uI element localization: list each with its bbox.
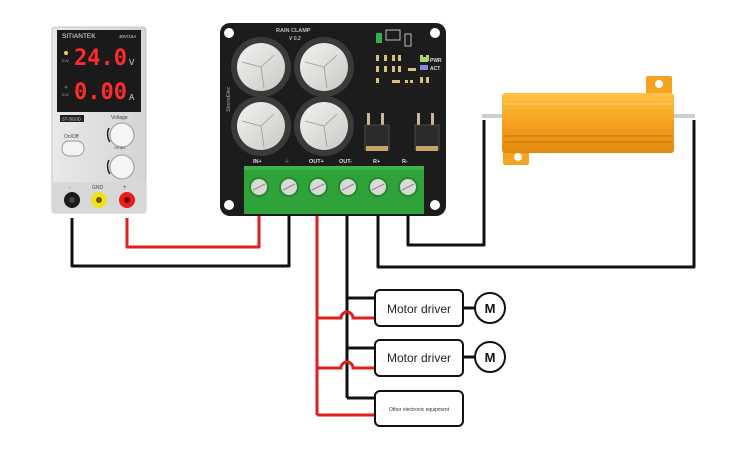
board-version: V 0.2 xyxy=(289,36,301,42)
wire-r-positive-to-resistor xyxy=(376,120,696,269)
power-resistor xyxy=(482,76,695,165)
mount-hole-icon xyxy=(430,200,440,210)
terminal-label-r-negative: R- xyxy=(402,159,408,165)
wire-positive-to-driver-2 xyxy=(317,360,375,370)
terminal-block xyxy=(244,166,424,214)
act-label: ACT xyxy=(430,66,440,72)
motor-driver-label: Motor driver xyxy=(387,351,451,365)
on-off-label: On/Off xyxy=(64,134,79,140)
terminal-negative-label: - xyxy=(69,185,71,191)
wire-psu-negative-to-gnd xyxy=(70,200,291,268)
current-reading: 0.00 xyxy=(74,80,127,105)
terminal-label-r-positive: R+ xyxy=(373,159,380,165)
other-equipment-box xyxy=(374,390,464,427)
terminal-label-in-positive: IN+ xyxy=(253,159,262,165)
motor-label: M xyxy=(485,350,496,365)
mount-hole-icon xyxy=(430,28,440,38)
other-equipment-label: Other electronic equipment xyxy=(389,407,450,413)
clamp-board: RAIN CLAMP V 0.2 StormElec xyxy=(220,23,446,216)
terminal-label-out-negative: OUT- xyxy=(339,159,352,165)
motor-label: M xyxy=(485,301,496,316)
wires xyxy=(70,120,696,417)
voltage-reading: 24.0 xyxy=(74,46,127,71)
cv-indicator-icon xyxy=(64,51,68,55)
board-title: RAIN CLAMP xyxy=(276,28,311,34)
power-supply: SITIANTEK 30V/10A C.V 24.0 V C.C 0.00 A … xyxy=(51,26,147,214)
on-off-button[interactable] xyxy=(61,140,85,157)
motor-icon xyxy=(474,292,506,324)
wire-r-negative-to-resistor xyxy=(406,120,486,247)
pwr-led-icon xyxy=(420,57,428,62)
cc-label: C.C xyxy=(62,92,69,97)
psu-model: ST-3010D xyxy=(62,117,81,122)
mosfet-icon xyxy=(364,113,390,151)
mount-hole-icon xyxy=(224,200,234,210)
current-unit: A xyxy=(129,93,135,102)
cc-indicator-icon xyxy=(64,85,68,89)
load-other-equipment: Other electronic equipment xyxy=(374,390,464,427)
board-maker: StormElec xyxy=(226,86,232,112)
voltage-knob-label: Voltage xyxy=(111,115,128,121)
motor-driver-label: Motor driver xyxy=(387,302,451,316)
motor-icon xyxy=(474,341,506,373)
act-led-icon xyxy=(420,65,428,70)
voltage-knob[interactable] xyxy=(109,122,135,148)
current-knob[interactable] xyxy=(109,154,135,180)
mount-hole-icon xyxy=(224,28,234,38)
terminal-label-out-positive: OUT+ xyxy=(309,159,324,165)
psu-brand: SITIANTEK xyxy=(62,33,96,40)
cv-label: C.V xyxy=(62,58,69,63)
capacitor-icon xyxy=(294,37,354,97)
mosfet-icon xyxy=(414,113,440,151)
psu-display xyxy=(57,30,141,112)
psu-rating: 30V/10A xyxy=(119,34,136,39)
pwr-label: PWR xyxy=(430,58,442,64)
terminal-screws xyxy=(249,177,418,197)
capacitor-icon xyxy=(231,96,291,156)
wire-positive-to-driver-1 xyxy=(317,310,375,320)
current-knob-label: Amps xyxy=(114,145,126,150)
load-motor-driver-1: Motor driver M xyxy=(374,289,506,327)
wire-psu-positive-to-in xyxy=(125,200,261,249)
terminal-gnd-label: GND xyxy=(92,185,104,191)
load-motor-driver-2: Motor driver M xyxy=(374,339,506,377)
capacitor-icon xyxy=(294,96,354,156)
terminal-label-ground: ⏚ xyxy=(284,158,290,165)
voltage-unit: V xyxy=(129,58,135,67)
terminal-positive-label: + xyxy=(123,185,127,191)
capacitor-icon xyxy=(231,37,291,97)
